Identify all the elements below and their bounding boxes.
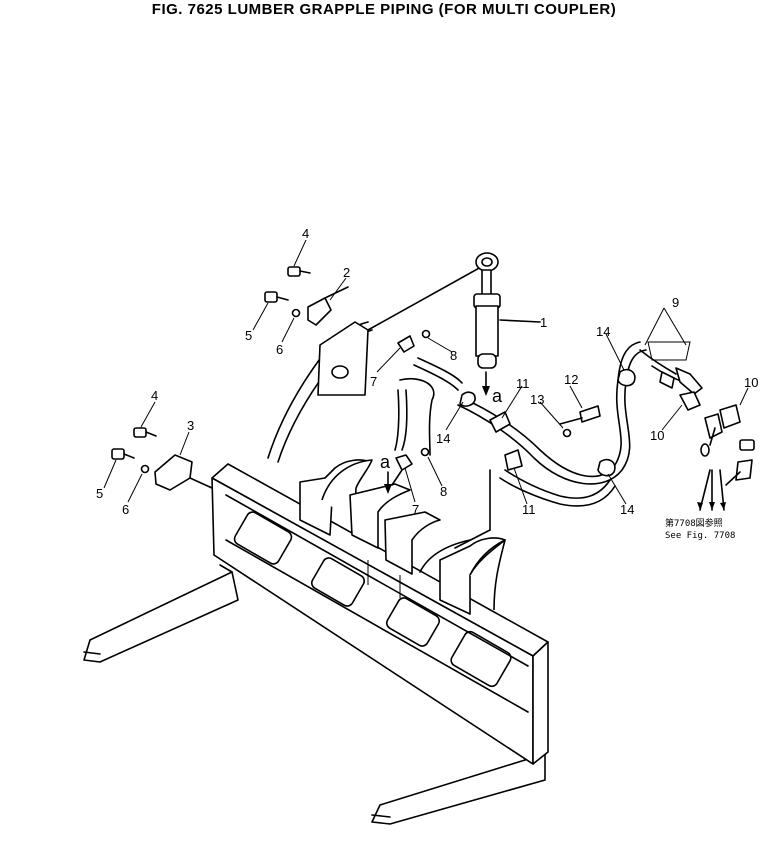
callout-3: 3 — [187, 418, 194, 433]
grapple-arms — [299, 459, 506, 615]
callout-4-upper: 4 — [302, 226, 309, 241]
callout-8-upper: 8 — [450, 348, 457, 363]
callout-11-lower: 11 — [522, 502, 536, 517]
right-piping — [454, 341, 703, 549]
reference-note-jp: 第7708図参照 — [665, 517, 723, 529]
callout-9: 9 — [672, 295, 679, 310]
callout-14-center: 14 — [436, 431, 450, 446]
callout-5-lower: 5 — [96, 486, 103, 501]
callout-8-lower: 8 — [440, 484, 447, 499]
marker-a-lower: a — [380, 452, 392, 494]
callout-5-upper: 5 — [245, 328, 252, 343]
hydraulic-cylinder — [473, 252, 541, 369]
leader-lines — [103, 239, 749, 505]
pin-assembly-upper — [264, 266, 349, 326]
cross-reference-note: 第7708図参照 See Fig. 7708 — [665, 517, 735, 541]
marker-a-upper-label: a — [492, 386, 503, 406]
callout-11-upper: 11 — [516, 376, 530, 391]
pin-assembly-lower — [111, 427, 213, 491]
callout-2: 2 — [343, 265, 350, 280]
callout-7-lower: 7 — [412, 502, 419, 517]
callout-1: 1 — [540, 315, 547, 330]
callout-labels: 1 2 3 4 4 5 5 6 6 7 7 8 8 9 10 10 11 11 … — [96, 226, 758, 517]
callout-6-upper: 6 — [276, 342, 283, 357]
left-fork — [83, 564, 239, 663]
callout-7-upper: 7 — [370, 374, 377, 389]
callout-10-left: 10 — [650, 428, 664, 443]
grapple-link-arm — [267, 261, 491, 463]
callout-14-right-upper: 14 — [596, 324, 610, 339]
callout-6-lower: 6 — [122, 502, 129, 517]
callout-13: 13 — [530, 392, 544, 407]
callout-12: 12 — [564, 372, 578, 387]
reference-note-en: See Fig. 7708 — [665, 531, 735, 541]
multi-coupler-parts — [679, 391, 755, 511]
left-hoses — [391, 329, 463, 486]
figure-title: FIG. 7625 LUMBER GRAPPLE PIPING (FOR MUL… — [151, 1, 617, 18]
callout-10-right: 10 — [744, 375, 758, 390]
callout-14-right-lower: 14 — [620, 502, 634, 517]
callout-4-lower: 4 — [151, 388, 158, 403]
marker-a-lower-label: a — [380, 452, 391, 472]
marker-a-upper: a — [482, 371, 503, 406]
